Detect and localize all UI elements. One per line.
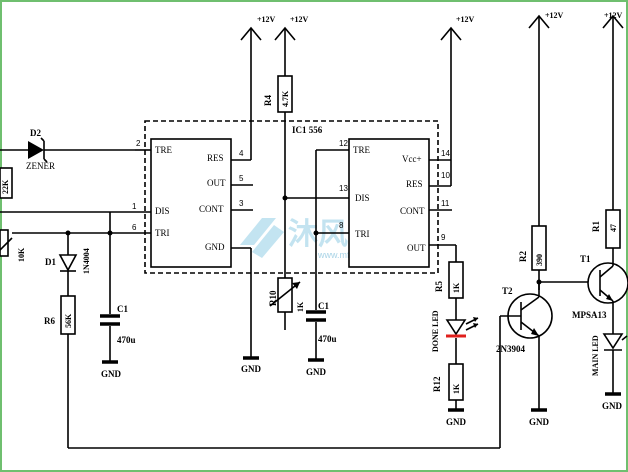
ground-label: GND	[306, 367, 327, 377]
t2-value: 2N3904	[496, 344, 525, 354]
pin-number: 4	[239, 149, 244, 158]
ground-label: GND	[602, 401, 623, 411]
ic-outline	[144, 120, 439, 274]
r22k-value: 22K	[1, 179, 10, 194]
pin-tri-label: TRI	[155, 228, 170, 238]
pin-res-label: RES	[207, 153, 224, 163]
d2-ref: D2	[30, 128, 41, 138]
r12-ref: R12	[432, 376, 442, 392]
pin-vcc-label: Vcc+	[402, 154, 422, 164]
r4-value: 4.7K	[281, 90, 290, 107]
r1-ref: R1	[591, 221, 601, 232]
left-ground: GND	[241, 248, 262, 374]
supply-rails: +12V +12V +12V +12V +12V	[240, 11, 624, 226]
r10k-value: 10K	[17, 247, 26, 262]
ground-label: GND	[446, 417, 467, 427]
transistor-t1-icon	[587, 262, 628, 304]
pin-out-label: OUT	[407, 243, 426, 253]
done-led-branch: 1K R5 DONE LED 1K R12 GND	[431, 245, 479, 427]
c1-right-value: 470u	[318, 334, 337, 344]
t2-ref: T2	[502, 286, 513, 296]
led-icon	[445, 319, 467, 336]
pin-tre-label: TRE	[353, 145, 371, 155]
timer-block-right: TRE DIS TRI Vcc+ RES CONT OUT 12 13 8 14…	[285, 138, 456, 268]
pin-dis-label: DIS	[355, 193, 370, 203]
output-stage-t1: 47 R1 T1 MPSA13 MAIN LED GND	[572, 209, 628, 411]
pin-number: 5	[239, 174, 244, 183]
supply-label: +12V	[257, 15, 276, 24]
pin-number: 11	[441, 199, 450, 208]
diode-icon	[58, 254, 78, 272]
pin-tri-label: TRI	[355, 229, 370, 239]
input-network: D2 ZENER 22K 10K D1 1N4004 56K R6 C1 47	[0, 128, 136, 448]
r5-ref: R5	[434, 281, 444, 292]
supply-label: +12V	[604, 11, 623, 20]
d1-value: 1N4004	[82, 248, 91, 274]
pin-number: 10	[441, 171, 450, 180]
t1-value: MPSA13	[572, 310, 607, 320]
pin-cont-label: CONT	[199, 204, 224, 214]
supply-label: +12V	[456, 15, 475, 24]
pin-number: 8	[339, 221, 344, 230]
watermark-logo-icon	[240, 218, 284, 258]
pin-number: 6	[132, 223, 137, 232]
pin-number: 9	[441, 233, 446, 242]
pin-cont-label: CONT	[400, 206, 425, 216]
timing-network: 4.7K R4 R10 1K C1 470u GND	[263, 75, 337, 377]
d2-value: ZENER	[26, 161, 55, 171]
r10-ref: R10	[268, 290, 278, 306]
pin-res-label: RES	[406, 179, 423, 189]
r1-value: 47	[609, 224, 618, 232]
pin-number: 2	[136, 139, 141, 148]
pin-gnd-label: GND	[205, 242, 225, 252]
r2-ref: R2	[518, 251, 528, 262]
zener-diode-icon	[28, 141, 44, 159]
r6-ref: R6	[44, 316, 55, 326]
pin-number: 12	[339, 139, 348, 148]
r12-value: 1K	[452, 383, 461, 394]
r6-value: 56K	[64, 313, 73, 328]
pin-number: 1	[132, 202, 137, 211]
main-led-icon	[602, 333, 624, 350]
main-led-label: MAIN LED	[591, 335, 600, 376]
ground-label: GND	[529, 417, 550, 427]
c1-left-ref: C1	[117, 304, 128, 314]
d1-ref: D1	[45, 257, 56, 267]
supply-label: +12V	[290, 15, 309, 24]
ground-label: GND	[241, 364, 262, 374]
r4-ref: R4	[263, 95, 273, 106]
ground-label: GND	[101, 369, 122, 379]
pin-tre-label: TRE	[155, 145, 173, 155]
done-led-label: DONE LED	[431, 310, 440, 352]
driver-stage-t2: 390 R2 T2 2N3904 GND	[496, 225, 600, 448]
r5-value: 1K	[452, 282, 461, 293]
r2-value: 390	[535, 254, 544, 266]
pin-dis-label: DIS	[155, 206, 170, 216]
pin-number: 14	[441, 149, 450, 158]
c1-right-ref: C1	[318, 301, 329, 311]
pin-number: 3	[239, 199, 244, 208]
resistor-22k	[0, 167, 13, 199]
c1-left-value: 470u	[117, 335, 136, 345]
t1-ref: T1	[580, 254, 591, 264]
pin-number: 13	[339, 184, 348, 193]
pin-out-label: OUT	[207, 178, 226, 188]
supply-label: +12V	[545, 11, 564, 20]
r10-value: 1K	[296, 301, 305, 312]
ic-label: IC1 556	[292, 125, 323, 135]
timer-block-left: TRE DIS TRI RES OUT CONT GND 2 1 6 4 5 3	[110, 138, 253, 268]
